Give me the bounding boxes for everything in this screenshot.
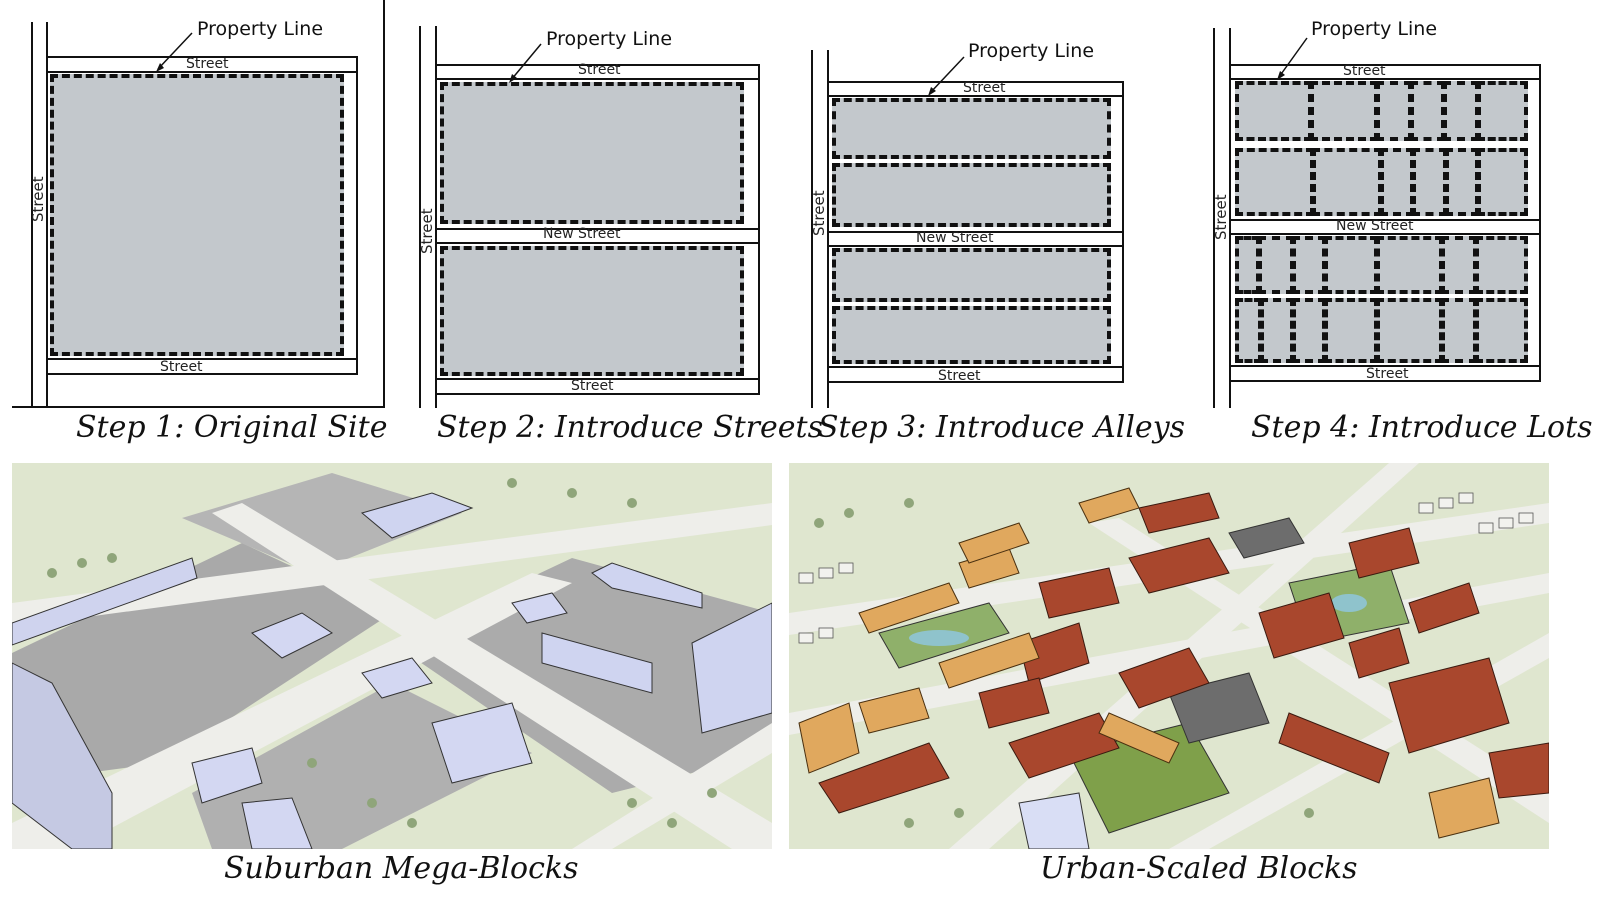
street-top-label: Street (1343, 63, 1386, 79)
street-top-label: Street (578, 62, 621, 78)
property-line-label: Property Line (197, 18, 324, 40)
new-street-edge-bottom (1231, 233, 1541, 235)
side-street-edge-right (1229, 28, 1231, 408)
side-street-edge-left (31, 22, 33, 408)
side-street-edge-left (811, 50, 813, 408)
lot (1412, 148, 1447, 216)
alley-block-4 (832, 306, 1111, 364)
top-street-edge-top (1231, 64, 1541, 66)
right-edge (1539, 64, 1541, 382)
property-line-arrow (156, 32, 193, 72)
lot (1477, 148, 1528, 216)
step-1-panel: Property Line Street Street Street Step … (0, 0, 400, 460)
street-top-label: Street (186, 56, 229, 72)
new-street-edge-top (829, 231, 1124, 233)
top-street-edge-bottom (437, 78, 760, 80)
street-bottom-label: Street (1366, 366, 1409, 382)
bottom-street-edge-top (1231, 365, 1541, 367)
step-2-panel: Property Line Street New Street Street S… (0, 0, 823, 460)
lot (1376, 298, 1443, 363)
lot (1292, 298, 1326, 363)
new-street-label: New Street (1336, 218, 1414, 234)
side-street-edge-left (1213, 28, 1215, 408)
top-street-edge-bottom (48, 71, 358, 73)
step-2-caption: Step 2: Introduce Streets (437, 410, 823, 445)
lot (1324, 298, 1378, 363)
property-line-label: Property Line (1311, 18, 1438, 40)
lot (1235, 236, 1260, 294)
lot (1445, 148, 1479, 216)
lot (1235, 298, 1262, 363)
top-street-edge-top (48, 56, 358, 58)
lot (1376, 236, 1443, 294)
bottom-street-edge-bottom (829, 381, 1124, 383)
top-street-edge-bottom (829, 95, 1124, 97)
lot (1475, 298, 1528, 363)
urban-rendering-art (789, 463, 1549, 849)
bottom-street-edge-bottom (437, 393, 760, 395)
step-4-caption: Step 4: Introduce Lots (1251, 410, 1593, 445)
frame-right (383, 0, 385, 408)
lot (1441, 236, 1477, 294)
top-street-edge-top (437, 64, 760, 66)
lot (1292, 236, 1326, 294)
original-site-block (50, 74, 344, 356)
frame-bottom (12, 406, 385, 408)
street-bottom-label: Street (160, 359, 203, 375)
lot (1260, 298, 1294, 363)
urban-rendering (789, 463, 1549, 849)
step-3-caption: Step 3: Introduce Alleys (818, 410, 1186, 445)
right-edge (1122, 81, 1124, 383)
property-line-arrow (509, 43, 542, 83)
new-street-edge-top (1231, 219, 1541, 221)
new-street-edge-top (437, 228, 760, 230)
property-line-arrow (928, 56, 965, 96)
side-street-edge-right (435, 26, 437, 408)
top-street-edge-bottom (1231, 78, 1541, 80)
lot (1441, 298, 1477, 363)
property-line-arrow (1277, 37, 1308, 80)
alley-block-3 (832, 248, 1111, 302)
new-street-edge-bottom (437, 242, 760, 244)
north-block (440, 82, 744, 224)
side-street-edge-left (419, 26, 421, 408)
lot (1475, 236, 1528, 294)
bottom-street-edge-bottom (1231, 380, 1541, 382)
step-3-panel: Property Line Street New Street Street S… (0, 0, 1200, 460)
lot (1477, 81, 1528, 141)
lot (1312, 148, 1382, 216)
right-edge (356, 56, 358, 375)
property-line-label: Property Line (968, 40, 1095, 62)
street-top-label: Street (963, 80, 1006, 96)
lot (1235, 148, 1314, 216)
bottom-street-edge-top (829, 366, 1124, 368)
alley-block-2 (832, 163, 1111, 227)
lot (1324, 236, 1378, 294)
urban-caption: Urban-Scaled Blocks (1040, 851, 1358, 886)
new-street-label: New Street (916, 230, 994, 246)
lot (1380, 148, 1414, 216)
street-side-label: Street (1212, 194, 1230, 240)
top-street-edge-top (829, 81, 1124, 83)
new-street-label: New Street (543, 226, 621, 242)
suburban-rendering-art (12, 463, 772, 849)
lot (1258, 236, 1294, 294)
bottom-street-edge-bottom (48, 373, 358, 375)
bottom-street-edge-top (48, 358, 358, 360)
side-street-edge-right (46, 22, 48, 408)
step-1-caption: Step 1: Original Site (76, 410, 388, 445)
step-4-panel: Property Line Street New Street Street S… (0, 0, 1607, 460)
street-bottom-label: Street (938, 368, 981, 384)
new-street-edge-bottom (829, 245, 1124, 247)
alley-block-1 (832, 98, 1111, 159)
south-block (440, 246, 744, 376)
side-street-edge-right (827, 50, 829, 408)
suburban-caption: Suburban Mega-Blocks (224, 851, 579, 886)
street-bottom-label: Street (571, 378, 614, 394)
suburban-rendering (12, 463, 772, 849)
property-line-label: Property Line (546, 28, 673, 50)
bottom-street-edge-top (437, 378, 760, 380)
right-edge (758, 64, 760, 395)
